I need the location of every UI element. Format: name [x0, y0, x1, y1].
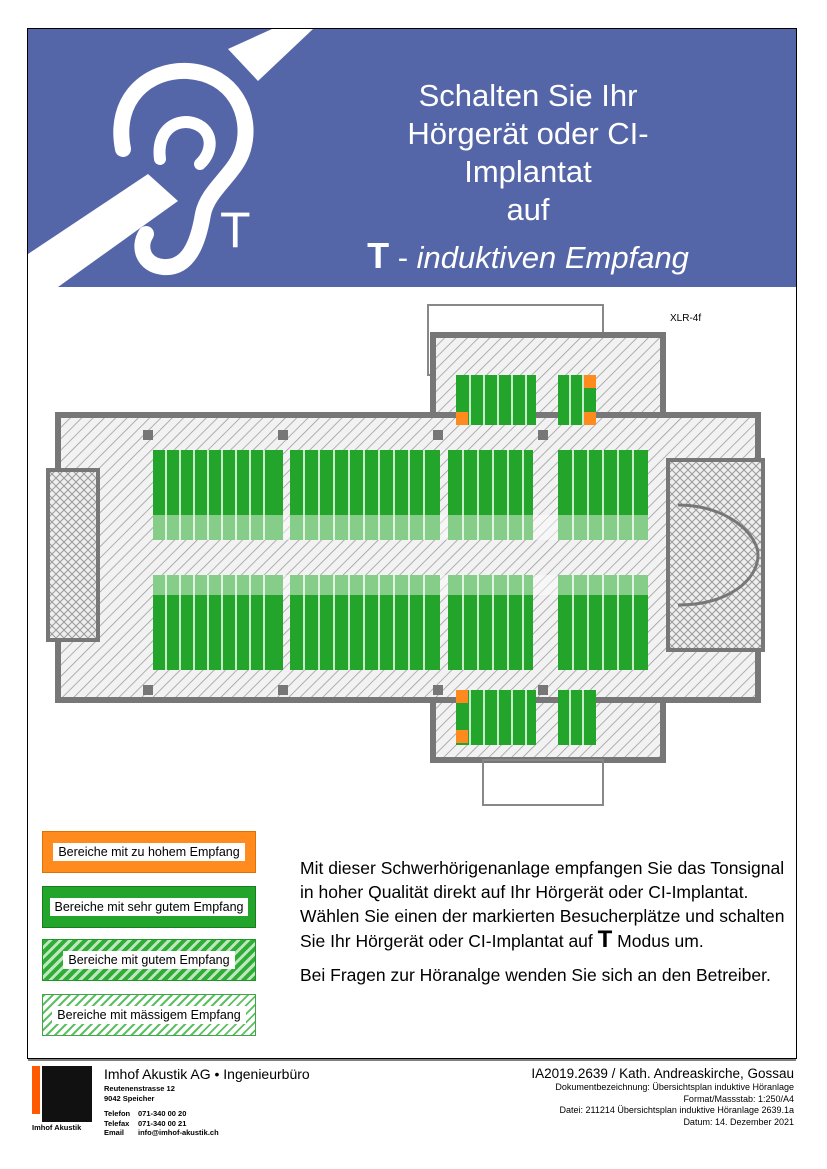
logo-text: Imhof Akustik: [32, 1123, 82, 1132]
legend-good: Bereiche mit gutem Empfang: [42, 939, 256, 981]
headline-line3: auf: [506, 192, 550, 227]
hearing-loop-ear-icon: T: [28, 29, 313, 287]
ear-icon-letter: T: [220, 202, 251, 258]
legend-very-good: Bereiche mit sehr gutem Empfang: [42, 886, 256, 928]
headline: Schalten Sie Ihr Hörgerät oder CI-Implan…: [348, 77, 708, 277]
page-frame: [27, 28, 797, 1059]
info-paragraph-2: Bei Fragen zur Höranalge wenden Sie sich…: [300, 965, 771, 985]
legend-moderate: Bereiche mit mässigem Empfang: [42, 994, 256, 1036]
doc-file: Datei: 211214 Übersichtsplan induktive H…: [559, 1105, 795, 1115]
headline-t-rest: induktiven Empfang: [416, 240, 689, 275]
company-logo: Imhof Akustik: [32, 1066, 92, 1134]
doc-date: Datum: 14. Dezember 2021: [683, 1116, 794, 1127]
info-paragraph-1: Mit dieser Schwerhörigenanlage empfangen…: [300, 858, 785, 953]
headline-line2: Hörgerät oder CI-Implantat: [407, 116, 649, 189]
plan-label: XLR-4f: [670, 313, 702, 324]
company-address: Reutenenstrasse 12 9042 Speicher: [104, 1084, 175, 1103]
legend-too-high: Bereiche mit zu hohem Empfang: [42, 831, 256, 873]
info-text: Mit dieser Schwerhörigenanlage empfangen…: [300, 856, 790, 997]
project-title: IA2019.2639 / Kath. Andreaskirche, Gossa…: [531, 1066, 794, 1081]
header-banner: T Schalten Sie Ihr Hörgerät oder CI-Impl…: [28, 29, 796, 287]
t-mode-letter: T: [597, 926, 613, 953]
headline-line1: Schalten Sie Ihr: [418, 78, 638, 113]
company-name: Imhof Akustik AG • Ingenieurbüro: [104, 1066, 310, 1082]
headline-t-letter: T: [367, 235, 390, 276]
footer-divider: [28, 1059, 796, 1061]
email-link[interactable]: info@imhof-akustik.ch: [138, 1128, 219, 1137]
church-floor-plan: [28, 290, 796, 810]
doc-name: Dokumentbezeichnung: Übersichtsplan indu…: [555, 1082, 794, 1092]
doc-format: Format/Massstab: 1:250/A4: [683, 1093, 794, 1104]
headline-t-dash: -: [389, 240, 417, 275]
document-meta: IA2019.2639 / Kath. Andreaskirche, Gossa…: [531, 1066, 794, 1128]
